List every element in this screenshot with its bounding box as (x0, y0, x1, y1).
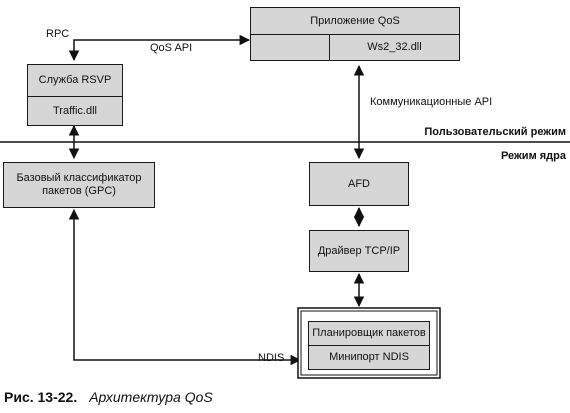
ndis-label: NDIS (258, 352, 285, 364)
afd-box: AFD (309, 162, 409, 206)
qos-app-label: Приложение QoS (310, 14, 400, 27)
figure-title: Архитектура QoS (89, 389, 213, 405)
qos-api-label: QoS API (150, 42, 193, 54)
gpc-label-line1: Базовый классификатор (16, 172, 142, 184)
traffic-dll-box: Traffic.dll (27, 96, 123, 126)
figure-caption: Рис. 13-22. Архитектура QoS (4, 389, 213, 405)
gpc-label-line2: пакетов (GPC) (42, 185, 116, 197)
ndis-miniport-box: Минипорт NDIS (308, 345, 430, 370)
gpc-to-scheduler-arrow (68, 208, 302, 366)
ws2-label: Ws2_32.dll (367, 41, 422, 53)
rsvp-label: Служба RSVP (38, 74, 112, 86)
traffic-dll-label: Traffic.dll (52, 104, 97, 117)
afd-label: AFD (348, 177, 370, 190)
packet-scheduler-label: Планировщик пакетов (312, 327, 426, 339)
tcpip-driver-label: Драйвер TCP/IP (317, 244, 401, 257)
rsvp-to-app-arrow (68, 34, 251, 62)
ndis-miniport-label: Минипорт NDIS (329, 351, 409, 363)
rpc-label: RPC (46, 28, 70, 40)
communication-api-label: Коммуникационные API (370, 96, 493, 108)
packet-scheduler-box: Планировщик пакетов (308, 321, 430, 346)
ws2-box: Ws2_32.dll (329, 34, 460, 61)
figure-number: Рис. 13-22. (4, 389, 78, 405)
rsvp-box: Служба RSVP (27, 64, 123, 97)
kernel-mode-label: Режим ядра (500, 150, 566, 162)
tcpip-driver-box: Драйвер TCP/IP (309, 230, 409, 272)
user-mode-label: Пользовательский режим (424, 126, 566, 138)
qos-app-spacer-cell (250, 34, 330, 61)
qos-app-box: Приложение QoS (250, 7, 460, 35)
gpc-box: Базовый классификатор пакетов (GPC) (3, 162, 155, 208)
